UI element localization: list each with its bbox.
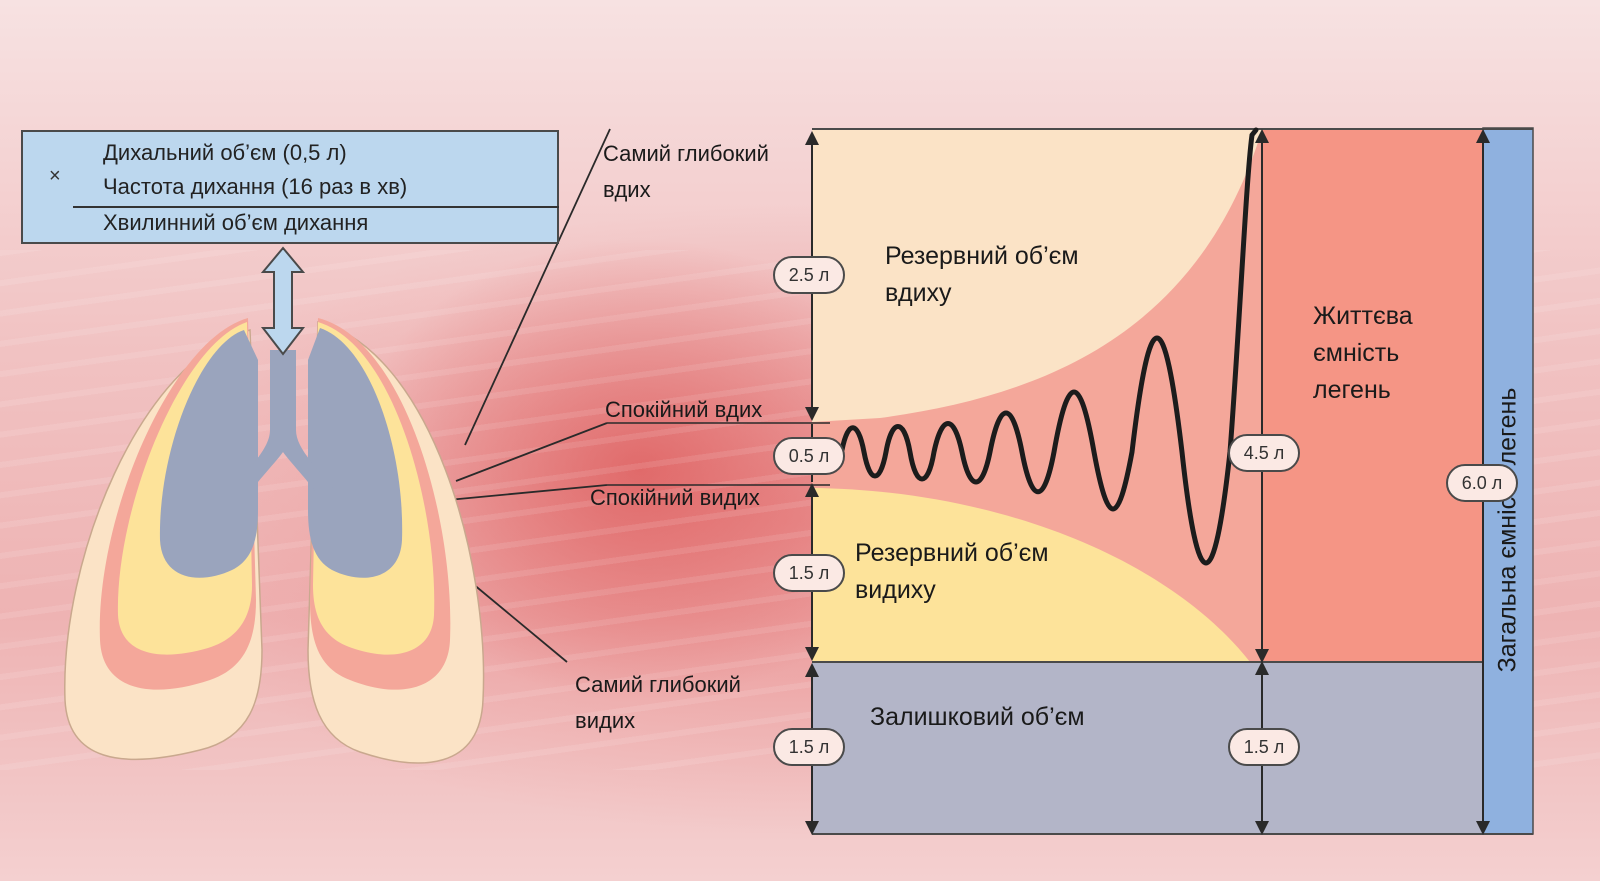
- label-deepest-exhale: Самий глибокий видих: [575, 667, 780, 739]
- label-calm-inhale: Спокійний вдих: [605, 392, 762, 428]
- pill-vital-capacity: 4.5 л: [1228, 434, 1300, 472]
- multiply-sign: ×: [49, 165, 61, 188]
- label-expiratory-reserve: Резервний об’єм видиху: [855, 535, 1095, 609]
- formula-minute-volume: Хвилинний об’єм дихання: [103, 210, 368, 236]
- connector-calm-inhale: [456, 423, 607, 481]
- label-total-capacity: Загальна ємність легень: [1494, 388, 1523, 673]
- residual-volume-area: [812, 662, 1483, 834]
- formula-breathing-rate: Частота дихання (16 раз в хв): [103, 174, 407, 200]
- pill-total-capacity: 6.0 л: [1446, 464, 1518, 502]
- pill-expiratory-reserve: 1.5 л: [773, 554, 845, 592]
- minute-ventilation-formula: × Дихальний об’єм (0,5 л) Частота диханн…: [21, 130, 559, 244]
- pill-inspiratory-reserve: 2.5 л: [773, 256, 845, 294]
- connector-calm-exhale: [448, 485, 607, 500]
- label-residual-volume: Залишковий об’єм: [870, 699, 1085, 736]
- formula-tidal-volume: Дихальний об’єм (0,5 л): [103, 140, 347, 166]
- pill-residual-right: 1.5 л: [1228, 728, 1300, 766]
- label-inspiratory-reserve: Резервний об’єм вдиху: [885, 238, 1135, 312]
- pill-residual-left: 1.5 л: [773, 728, 845, 766]
- formula-fraction-bar: [73, 206, 559, 208]
- lungs-illustration: [65, 248, 484, 763]
- airflow-arrow: [263, 248, 303, 354]
- label-vital-capacity: Життєва ємність легень: [1313, 298, 1463, 409]
- lung-left-core: [160, 330, 258, 578]
- lung-right-core: [308, 328, 402, 578]
- pill-tidal-volume: 0.5 л: [773, 437, 845, 475]
- label-calm-exhale: Спокійний видих: [590, 480, 760, 516]
- label-deepest-inhale: Самий глибокий вдих: [603, 136, 808, 208]
